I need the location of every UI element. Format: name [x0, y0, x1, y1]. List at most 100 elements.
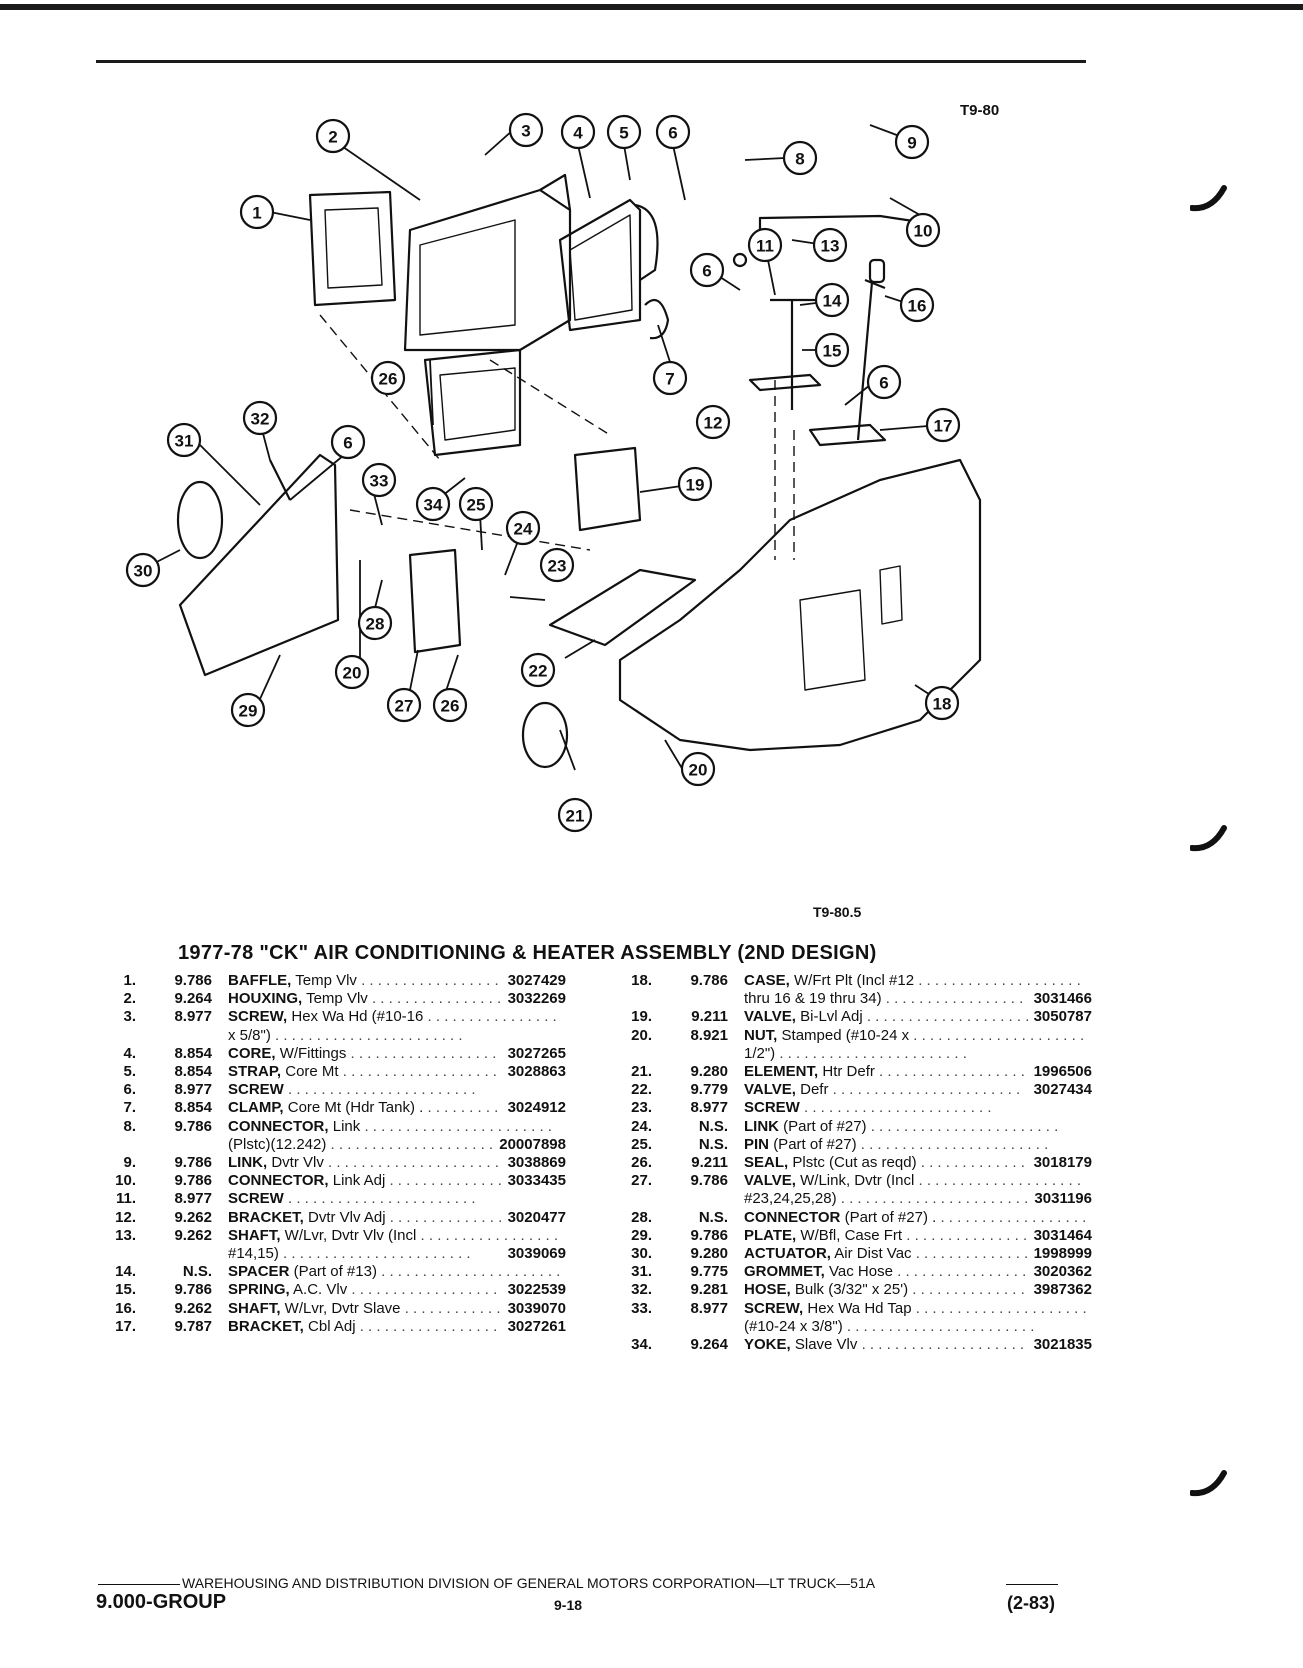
part-detail-continued: (#10-24 x 3/8") . . . . . . . . . . . . … [744, 1317, 1035, 1335]
svg-text:21: 21 [566, 807, 585, 826]
svg-text:6: 6 [879, 374, 888, 393]
part-detail: Hex Wa Hd Tap [807, 1299, 912, 1317]
part-number: 23. [631, 1099, 652, 1117]
part-group-code: 8.921 [690, 1026, 728, 1044]
part-row: 24.N.S.LINK (Part of #27) . . . . . . . … [612, 1118, 1092, 1136]
leader-dots: . . . . . . . . . . . . . . . . . . . . … [328, 1154, 502, 1172]
leader-dots: . . . . . . . . . . . . . . . . . . . . … [918, 1172, 1086, 1190]
svg-text:32: 32 [251, 410, 270, 429]
callout-26: 26 [370, 360, 406, 396]
svg-text:20: 20 [689, 761, 708, 780]
part-detail: Link Adj [332, 1172, 386, 1190]
part-number: 18. [631, 972, 652, 989]
part-name: BAFFLE, [228, 972, 292, 989]
actuator-bottom-part [521, 701, 569, 769]
part-description: NUT, Stamped (#10-24 x . . . . . . . . .… [744, 1027, 1086, 1045]
part-description: LINK, Dvtr Vlv . . . . . . . . . . . . .… [228, 1154, 502, 1172]
svg-text:28: 28 [366, 615, 385, 634]
part-description: CONNECTOR (Part of #27) . . . . . . . . … [744, 1209, 1086, 1227]
part-name: CONNECTOR, [228, 1172, 329, 1190]
leader-dots: . . . . . . . . . . . . . . . . . . . . … [342, 1063, 502, 1081]
part-group-code: 9.281 [690, 1281, 728, 1299]
part-detail: Temp Vlv [306, 990, 368, 1008]
seal-part [423, 348, 522, 457]
part-catalog-number: 3033435 [507, 1172, 566, 1190]
part-catalog-number: 3024912 [507, 1099, 566, 1117]
part-description: SHAFT, W/Lvr, Dvtr Vlv (Incl . . . . . .… [228, 1227, 560, 1245]
part-name: LINK [744, 1117, 779, 1135]
part-detail: Bulk (3/32" x 25') [794, 1281, 909, 1299]
part-description: PLATE, W/Bfl, Case Frt . . . . . . . . .… [744, 1227, 1028, 1245]
part-number: 27. [631, 1172, 652, 1190]
callout-19: 19 [677, 466, 713, 502]
leader-dots: . . . . . . . . . . . . . . . . . . . . … [804, 1099, 992, 1117]
part-name: SCREW [228, 1190, 284, 1208]
part-name: BRACKET, [228, 1317, 304, 1335]
part-row-continuation: (#10-24 x 3/8") . . . . . . . . . . . . … [612, 1318, 1092, 1336]
part-detail: Core Mt [285, 1063, 339, 1081]
part-name: CONNECTOR [744, 1208, 841, 1226]
svg-text:12: 12 [704, 414, 723, 433]
part-number: 5. [123, 1063, 136, 1081]
svg-text:2: 2 [328, 128, 337, 147]
binder-mark-3 [1190, 1470, 1227, 1497]
part-description: SHAFT, W/Lvr, Dvtr Slave . . . . . . . .… [228, 1300, 502, 1318]
part-detail: Slave Vlv [794, 1336, 858, 1354]
part-group-code: 9.211 [691, 1154, 728, 1172]
svg-text:6: 6 [702, 262, 711, 281]
callout-33: 33 [361, 462, 397, 498]
callout-26b: 26 [432, 687, 468, 723]
part-group-code: 8.977 [174, 1008, 212, 1026]
part-group-code: 9.786 [174, 1281, 212, 1299]
svg-text:3: 3 [521, 122, 530, 141]
part-name: BRACKET, [228, 1208, 304, 1226]
part-catalog-number: 3018179 [1033, 1154, 1092, 1172]
part-detail: (Part of #27) [783, 1117, 867, 1135]
callout-16: 16 [899, 287, 935, 323]
part-number: 24. [631, 1117, 652, 1135]
part-description: SCREW, Hex Wa Hd (#10-16 . . . . . . . .… [228, 1008, 560, 1026]
part-number: 22. [631, 1081, 652, 1099]
part-catalog-number: 3021835 [1033, 1336, 1092, 1354]
part-number: 6. [123, 1081, 136, 1099]
callout-6c: 6 [866, 364, 902, 400]
part-number: 14. [115, 1263, 136, 1281]
part-number: 15. [115, 1281, 136, 1299]
leader-dots: . . . . . . . . . . . . . . . . . . . . … [351, 1281, 501, 1299]
part-name: VALVE, [744, 1172, 796, 1190]
part-detail: Link [332, 1117, 361, 1135]
part-name: SPRING, [228, 1281, 290, 1299]
leader-dots: . . . . . . . . . . . . . . . . . . . . … [870, 1117, 1059, 1135]
part-group-code: 9.211 [691, 1008, 728, 1026]
part-catalog-number: 3039069 [507, 1245, 566, 1263]
part-detail: Hex Wa Hd (#10-16 [291, 1008, 424, 1026]
part-detail-continued: thru 16 & 19 thru 34) . . . . . . . . . … [744, 990, 1028, 1008]
leader-dots: . . . . . . . . . . . . . . . . . . . . … [389, 1208, 502, 1226]
callout-1: 1 [239, 194, 275, 230]
part-detail: W/Link, Dvtr (Incl [800, 1172, 915, 1190]
callout-20b: 20 [680, 751, 716, 787]
svg-text:34: 34 [424, 496, 443, 515]
part-group-code: 8.977 [174, 1081, 212, 1099]
part-detail: Defr [800, 1081, 829, 1099]
part-catalog-number: 3032269 [507, 990, 566, 1008]
leader-dots: . . . . . . . . . . . . . . . . . . . . … [283, 1245, 471, 1263]
part-number: 32. [631, 1281, 652, 1299]
callout-31: 31 [166, 422, 202, 458]
yoke-part [439, 367, 516, 441]
callout-32: 32 [242, 400, 278, 436]
leader-dots: . . . . . . . . . . . . . . . . . . . . … [359, 1317, 502, 1335]
part-name: ACTUATOR, [744, 1245, 831, 1263]
callout-25: 25 [458, 486, 494, 522]
part-name: YOKE, [744, 1336, 791, 1354]
part-name: LINK, [228, 1154, 268, 1172]
part-description: SCREW . . . . . . . . . . . . . . . . . … [228, 1190, 560, 1208]
part-number: 17. [115, 1317, 136, 1335]
part-number: 7. [123, 1099, 136, 1117]
